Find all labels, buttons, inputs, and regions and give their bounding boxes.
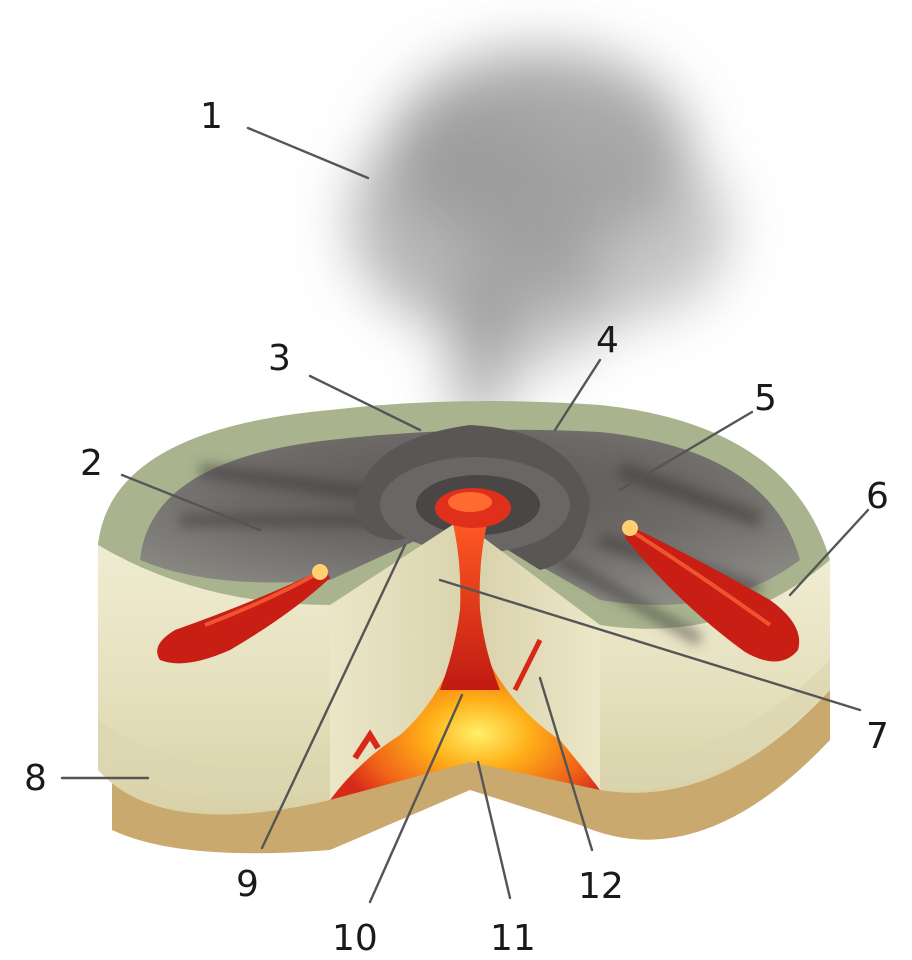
- label-4: 4: [596, 320, 619, 361]
- label-1: 1: [200, 96, 223, 137]
- label-12: 12: [578, 866, 624, 907]
- ash-cloud: [350, 50, 730, 430]
- label-6: 6: [866, 476, 889, 517]
- label-7: 7: [866, 716, 889, 757]
- label-2: 2: [80, 443, 103, 484]
- label-11: 11: [490, 918, 536, 959]
- leader-1: [248, 128, 368, 178]
- label-5: 5: [754, 378, 777, 419]
- label-8: 8: [24, 758, 47, 799]
- label-3: 3: [268, 338, 291, 379]
- label-10: 10: [332, 918, 378, 959]
- label-9: 9: [236, 864, 259, 905]
